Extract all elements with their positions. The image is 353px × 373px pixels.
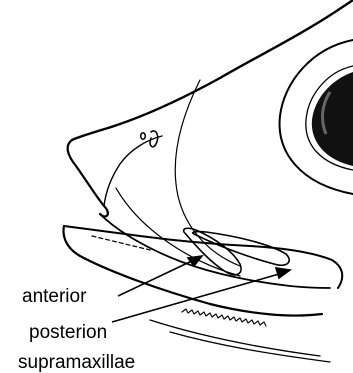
pupil: [312, 72, 353, 166]
posterion-arrowhead: [276, 268, 290, 278]
snout-tip: [68, 140, 108, 216]
head-outline: [72, 0, 353, 140]
anterior-label: anterior: [22, 287, 86, 306]
maxilla-inner-curve: [116, 188, 240, 276]
supramaxillae-label: supramaxillae: [18, 353, 135, 372]
nostril-anterior: [141, 133, 146, 139]
lower-jaw-top: [64, 226, 342, 288]
posterior-supramaxilla: [193, 232, 289, 266]
anterior-leader-line: [118, 258, 198, 296]
throat-lines: [150, 320, 330, 362]
cheek-curve: [175, 80, 240, 266]
posterion-label: posterion: [29, 323, 107, 342]
